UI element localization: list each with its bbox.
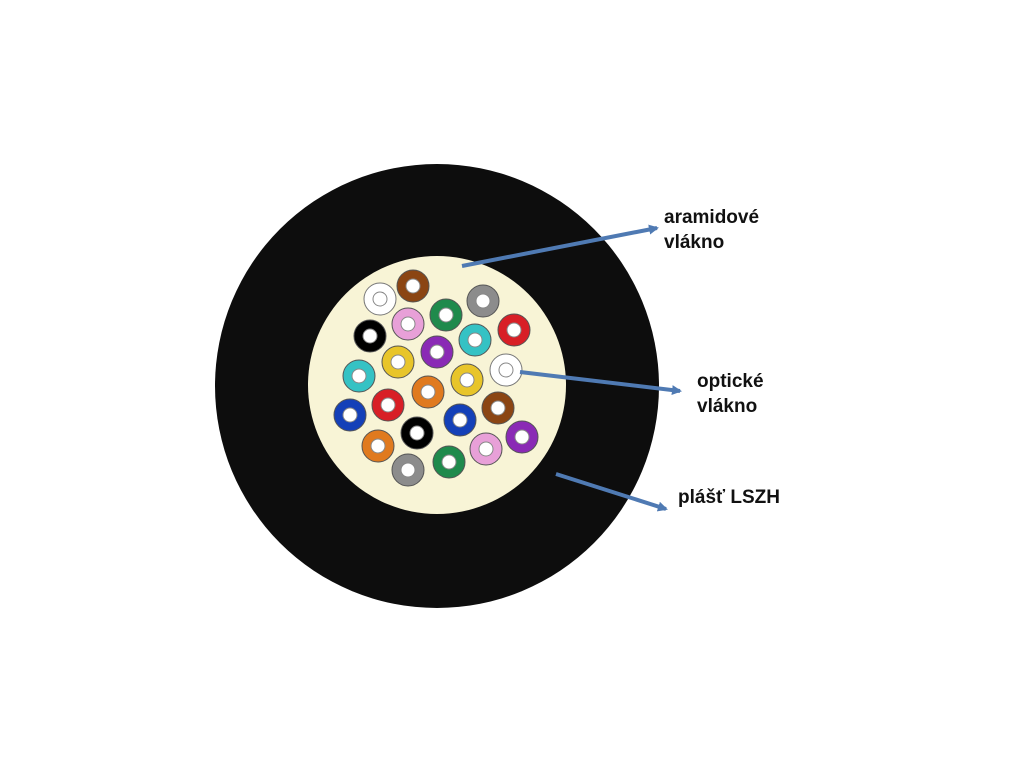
optical-fiber (469, 432, 503, 466)
fiber-core (459, 372, 475, 388)
fiber-core (490, 400, 506, 416)
label-optic-line2: vlákno (697, 396, 758, 417)
optical-fiber (443, 403, 477, 437)
fiber-core (467, 332, 483, 348)
optical-fiber (411, 375, 445, 409)
optical-fiber (450, 363, 484, 397)
optical-fiber (391, 453, 425, 487)
fiber-core (351, 368, 367, 384)
optical-fiber (458, 323, 492, 357)
optical-fiber (466, 284, 500, 318)
optical-fiber (400, 416, 434, 450)
fiber-core (438, 307, 454, 323)
fiber-core (429, 344, 445, 360)
label-aramid-line1: aramidové (664, 207, 760, 228)
fiber-core (514, 429, 530, 445)
optical-fiber-bundle (333, 269, 539, 487)
optical-fiber (429, 298, 463, 332)
optical-fiber (361, 429, 395, 463)
fiber-core (441, 454, 457, 470)
optical-fiber (342, 359, 376, 393)
label-optic-line1: optické (697, 371, 764, 392)
fiber-core (506, 322, 522, 338)
fiber-core (390, 354, 406, 370)
fiber-core (370, 438, 386, 454)
optical-fiber (333, 398, 367, 432)
optical-fiber (391, 307, 425, 341)
optical-fiber (432, 445, 466, 479)
fiber-core (372, 291, 388, 307)
fiber-core (452, 412, 468, 428)
fiber-core (400, 316, 416, 332)
fiber-core (475, 293, 491, 309)
optical-fiber (489, 353, 523, 387)
arrow-optic (519, 370, 682, 396)
optical-fiber (497, 313, 531, 347)
optical-fiber (505, 420, 539, 454)
label-aramid-yarn: aramidové vlákno (664, 205, 759, 255)
label-aramid-line2: vlákno (664, 232, 725, 253)
optical-fiber (481, 391, 515, 425)
optical-fiber (363, 282, 397, 316)
fiber-core (498, 362, 514, 378)
fiber-core (405, 278, 421, 294)
fiber-core (342, 407, 358, 423)
fiber-core (420, 384, 436, 400)
fiber-core (380, 397, 396, 413)
label-lszh-sheath: plášť LSZH (678, 485, 780, 510)
label-sheath-text: plášť LSZH (678, 487, 781, 508)
optical-fiber (381, 345, 415, 379)
optical-fiber (420, 335, 454, 369)
fiber-core (400, 462, 416, 478)
optical-fiber (353, 319, 387, 353)
label-optical-fiber: optické vlákno (697, 369, 764, 419)
fiber-core (362, 328, 378, 344)
fiber-core (409, 425, 425, 441)
arrow-aramid (461, 224, 659, 268)
arrow-sheath (555, 472, 668, 512)
optical-fiber (371, 388, 405, 422)
optical-fiber (396, 269, 430, 303)
fiber-core (478, 441, 494, 457)
